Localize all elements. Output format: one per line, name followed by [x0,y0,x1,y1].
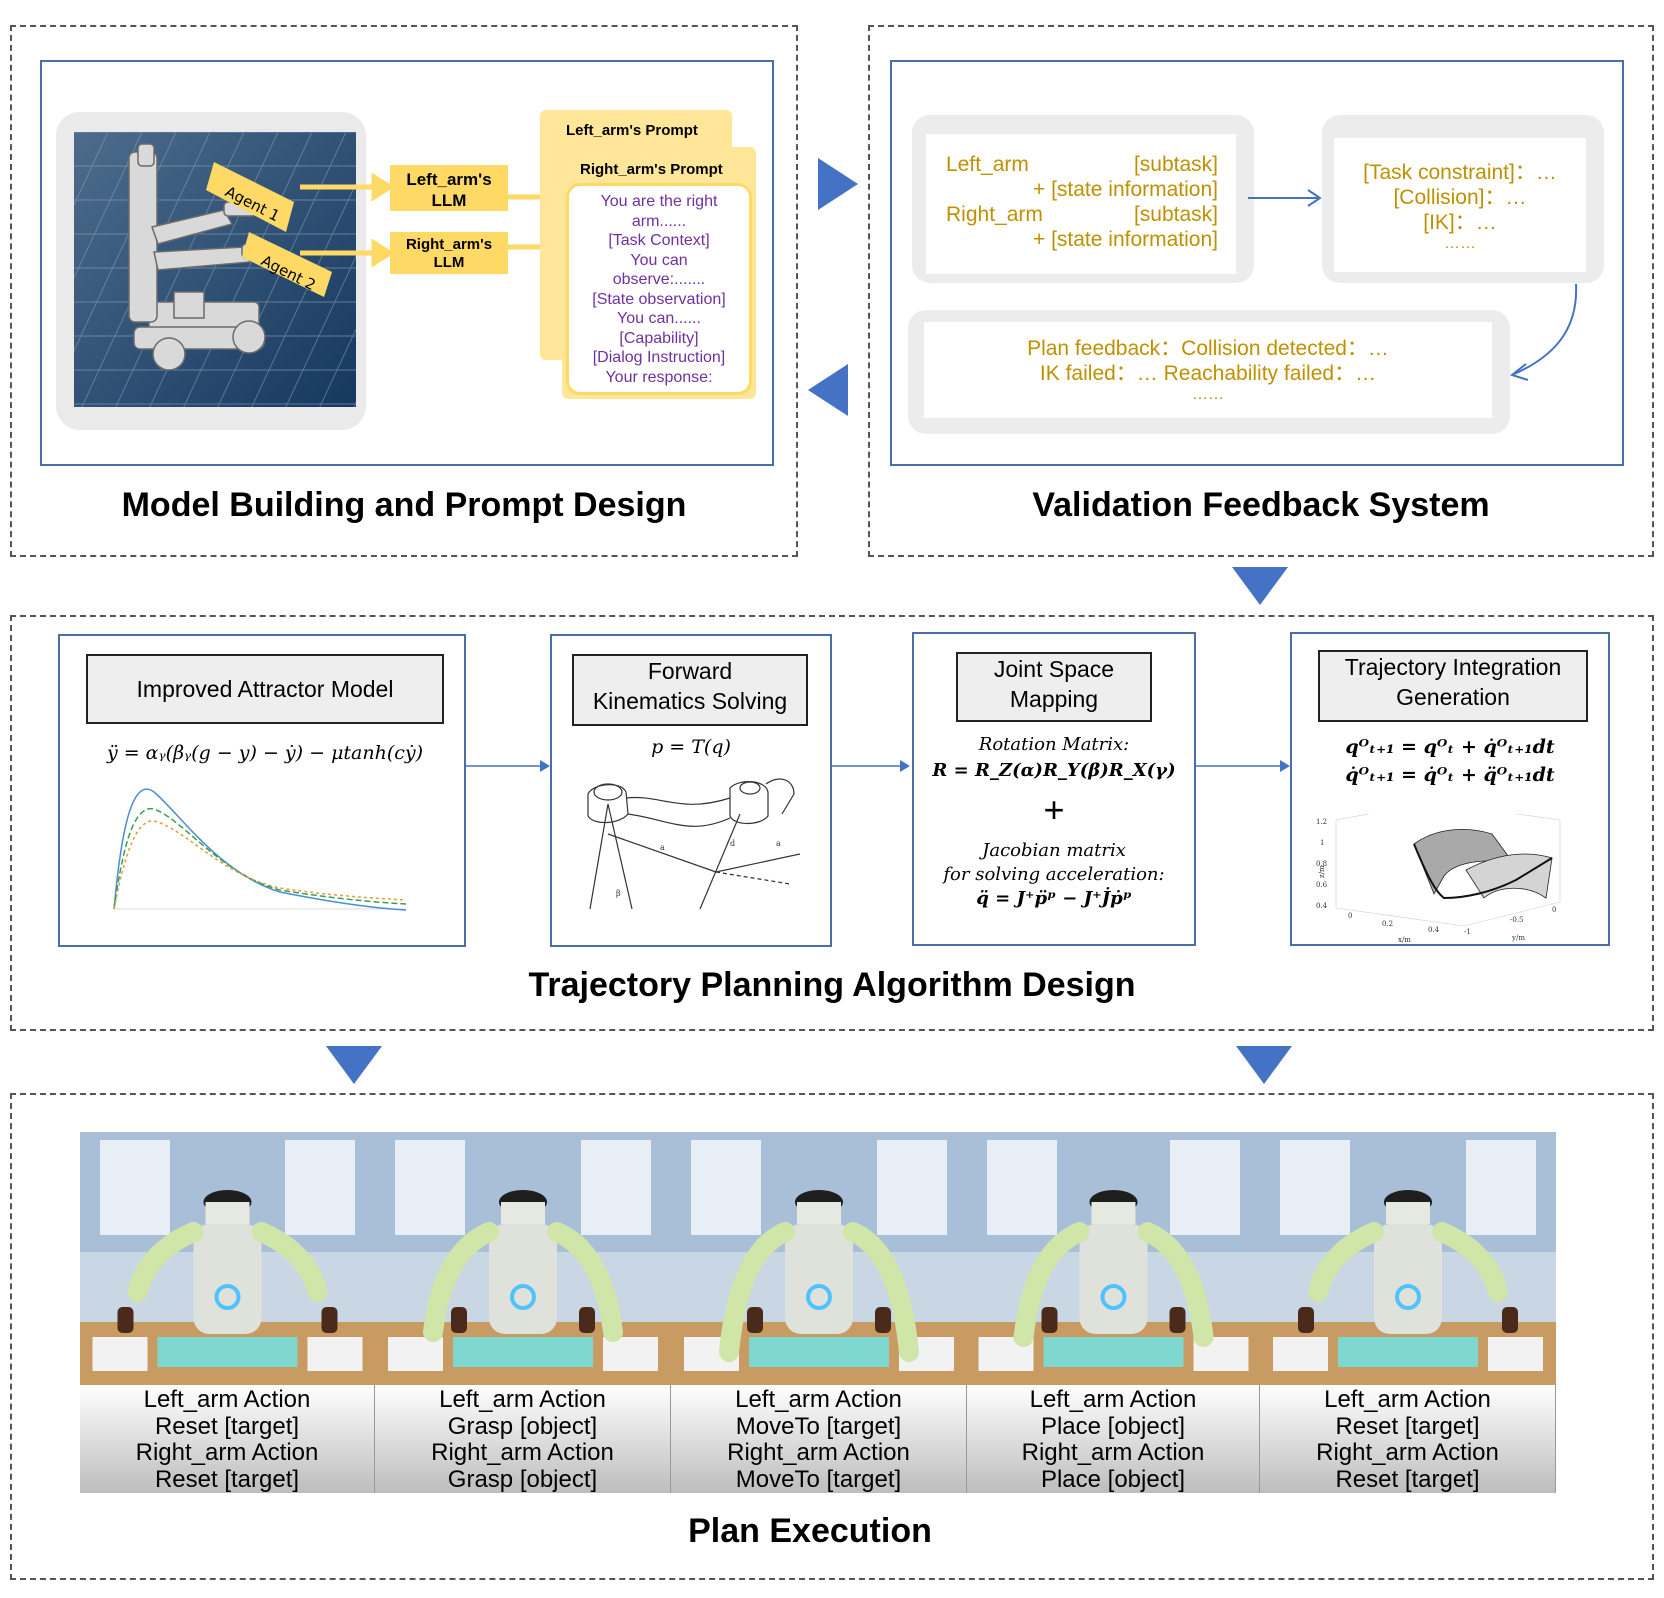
right-arm-prompt-title: Right_arm's Prompt [580,161,723,178]
attractor-formula: ÿ = αᵧ(βᵧ(g − y) − ẏ) − μtanh(cẏ) [106,742,424,764]
svg-text:x/m: x/m [1398,936,1411,944]
svg-text:0.6: 0.6 [1316,881,1328,889]
execution-title: Plan Execution [688,1512,932,1550]
svg-text:-1: -1 [1464,928,1471,936]
state-info-text: Left_arm[subtask] + [state information] … [946,153,1218,251]
feedback-text: Plan feedback：Collision detected：… IK fa… [1027,337,1389,403]
svg-text:-0.5: -0.5 [1510,916,1524,924]
svg-text:0.8: 0.8 [1316,860,1327,868]
svg-text:β: β [616,889,621,898]
svg-text:z/m: z/m [1318,865,1326,878]
rotation-formula: R = R_Z(α)R_Y(β)R_X(γ) [932,760,1176,781]
arrow-1-to-2 [466,760,550,772]
rotation-label: Rotation Matrix: [978,734,1130,755]
integration-formula-1: qᴼₜ₊₁ = qᴼₜ + q̇ᴼₜ₊₁dt [1345,736,1555,758]
svg-text:a: a [660,843,665,852]
validation-section [868,25,1654,557]
execution-photo-4 [967,1132,1260,1385]
execution-photo-1 [80,1132,375,1385]
execution-photo-5 [1260,1132,1556,1385]
attractor-response-plot [113,788,407,911]
execution-photo-3 [671,1132,967,1385]
execution-photo-2 [375,1132,671,1385]
state-to-constraint-arrow [1248,189,1322,207]
down-triangle-arrow-3 [1236,1046,1292,1084]
constraint-text: [Task constraint]：… [Collision]：… [IK]：…… [1363,161,1557,252]
feedback-box [924,322,1492,418]
right-triangle-arrow [818,158,858,210]
jacobian-formula: q̈ = J⁺p̈ᵖ − J⁺J̇ṗᵖ [976,888,1132,909]
validation-title: Validation Feedback System [1032,486,1490,524]
svg-text:y/m: y/m [1511,934,1525,942]
model-building-title: Model Building and Prompt Design [121,486,687,524]
jacobian-label-line2: for solving acceleration: [943,864,1165,885]
arrow-2-to-3 [832,760,910,772]
left-arm-prompt-title: Left_arm's Prompt [566,122,698,139]
plus-sign: + [1043,789,1065,830]
svg-text:0.4: 0.4 [1428,926,1440,934]
right-arm-prompt-text: You are the right arm...... [Task Contex… [566,183,752,395]
trajectory-title: Trajectory Planning Algorithm Design [528,966,1136,1004]
kinematics-formula: p = T(q) [651,736,731,758]
constraint-box [1334,138,1586,272]
execution-section [10,1093,1654,1580]
attractor-model-title: Improved Attractor Model [86,654,444,724]
3d-trajectory-plot: 1.2 1 0.8 0.6 0.4 0 0.2 0.4 -1 -0.5 0 x/… [1316,814,1561,944]
model-building-section [10,25,798,557]
svg-text:1.2: 1.2 [1316,818,1327,826]
svg-text:0.4: 0.4 [1316,902,1328,910]
state-info-box [926,134,1236,274]
svg-text:0: 0 [1348,912,1352,920]
svg-text:1: 1 [1320,839,1324,847]
integration-formula-2: q̇ᴼₜ₊₁ = q̇ᴼₜ + q̈ᴼₜ₊₁dt [1345,764,1555,786]
svg-text:0.2: 0.2 [1382,920,1393,928]
robot-simulation-image: Agent 1 Agent 2 [74,132,356,407]
jacobian-label-line1: Jacobian matrix [982,840,1126,861]
left-triangle-arrow [808,364,848,416]
down-triangle-arrow-1 [1232,567,1288,605]
constraint-to-feedback-arrow [1509,284,1578,381]
trajectory-section [10,615,1654,1031]
arrow-3-to-4 [1196,760,1290,772]
down-triangle-arrow-2 [326,1046,382,1084]
svg-text:d: d [730,839,735,848]
svg-text:0: 0 [1552,906,1556,914]
kinematic-link-diagram: a d a β [587,778,800,910]
svg-text:a: a [776,839,781,848]
